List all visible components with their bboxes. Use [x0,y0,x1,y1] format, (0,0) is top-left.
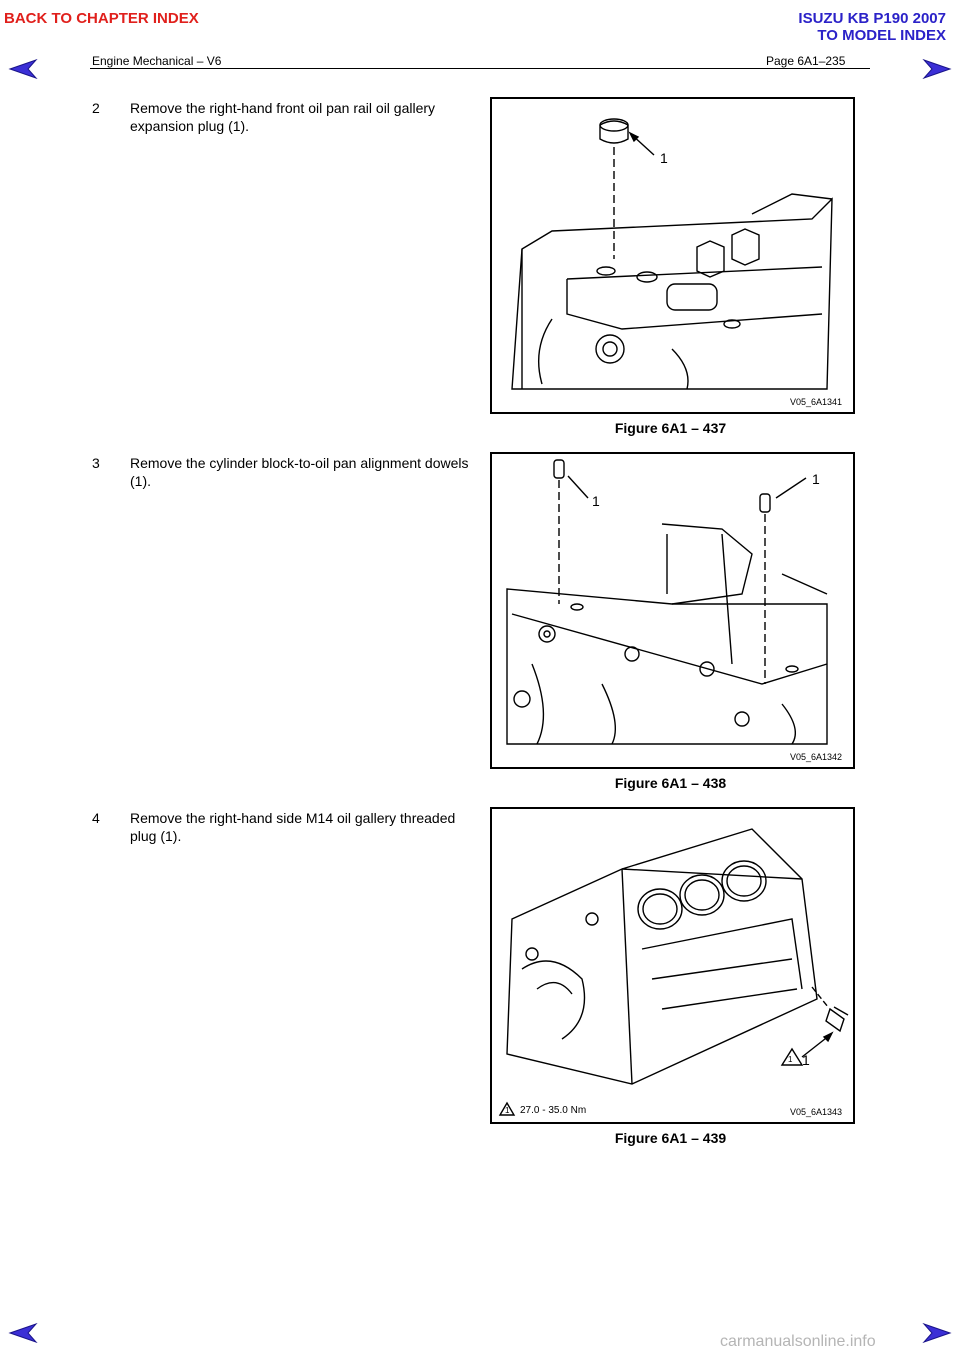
torque-legend-ref: 1 [505,1106,510,1115]
step-3: 3 Remove the cylinder block-to-oil pan a… [92,454,472,494]
figure-438-code: V05_6A1342 [790,752,842,762]
figure-437-code: V05_6A1341 [790,397,842,407]
section-title: Engine Mechanical – V6 [92,54,222,68]
to-model-index-link[interactable]: TO MODEL INDEX [817,27,946,44]
next-page-arrow-bottom-icon[interactable] [922,1322,952,1344]
figure-438-callout-right: 1 [812,471,820,487]
engine-block-illustration: 1 1 1 27.0 - 35.0 Nm V05_6A1343 [498,828,849,1117]
header-rule [90,68,870,69]
step-text: Remove the cylinder block-to-oil pan ali… [130,455,469,489]
watermark: carmanualsonline.info [720,1333,876,1350]
figure-439: 1 1 1 27.0 - 35.0 Nm V05_6A1343 [490,807,855,1124]
step-text: Remove the right-hand front oil pan rail… [130,100,436,134]
step-4: 4 Remove the right-hand side M14 oil gal… [92,809,472,849]
figure-439-code: V05_6A1343 [790,1107,842,1117]
step-number: 2 [92,100,100,116]
next-page-arrow-icon[interactable] [922,58,952,80]
figure-437: 1 V05_6A1341 [490,97,855,414]
page-number: Page 6A1–235 [766,54,846,68]
figure-438-callout-left: 1 [592,493,600,509]
oil-pan-rail-illustration: 1 V05_6A1341 [511,118,842,407]
alignment-dowels-illustration: 1 1 V05_6A1342 [506,459,842,762]
previous-page-arrow-icon[interactable] [8,58,38,80]
model-index-block[interactable]: ISUZU KB P190 2007 TO MODEL INDEX [686,10,946,44]
step-number: 3 [92,455,100,471]
figure-439-caption: Figure 6A1 – 439 [614,1130,727,1146]
figure-438-caption: Figure 6A1 – 438 [614,775,727,791]
step-2: 2 Remove the right-hand front oil pan ra… [92,99,472,139]
step-number: 4 [92,810,100,826]
torque-triangle-label: 1 [788,1055,793,1064]
figure-439-callout: 1 [802,1052,810,1068]
model-title: ISUZU KB P190 2007 [798,10,946,27]
torque-spec: 27.0 - 35.0 Nm [520,1105,586,1116]
figure-437-callout: 1 [660,150,668,166]
figure-438: 1 1 V05_6A1342 [490,452,855,769]
step-text: Remove the right-hand side M14 oil galle… [130,810,456,844]
back-to-chapter-index-link[interactable]: BACK TO CHAPTER INDEX [4,10,199,27]
figure-437-caption: Figure 6A1 – 437 [614,420,727,436]
previous-page-arrow-bottom-icon[interactable] [8,1322,38,1344]
